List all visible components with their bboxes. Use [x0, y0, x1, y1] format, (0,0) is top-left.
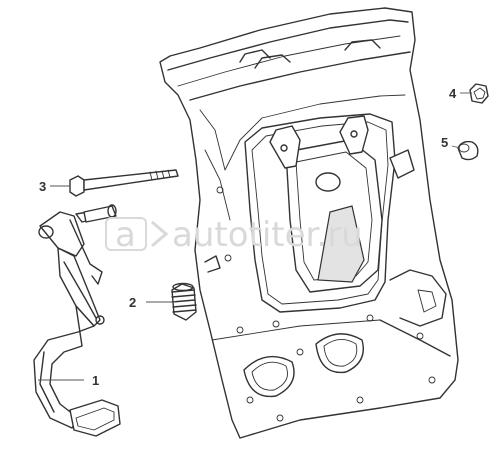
callout-5-label: 5 — [441, 135, 448, 150]
callout-1-label: 1 — [92, 373, 99, 388]
watermark-arrow — [151, 220, 169, 248]
part-5-bushing — [457, 140, 479, 161]
bracket-panel — [159, 7, 459, 439]
watermark-text: autotiter.ru — [172, 215, 363, 255]
watermark: a autotiter.ru — [105, 215, 363, 255]
part-4-nut — [469, 83, 489, 104]
watermark-logo-glyph: a — [115, 215, 136, 255]
callout-2-label: 2 — [129, 295, 136, 310]
part-2-spring — [171, 282, 197, 321]
part-3-bolt — [69, 169, 179, 197]
callouts: 1 2 3 4 5 — [38, 86, 472, 388]
part-1-pedal-arm — [33, 204, 121, 437]
watermark-logo-box — [105, 217, 147, 251]
callout-5-leader — [451, 145, 461, 149]
callout-4-label: 4 — [449, 86, 457, 101]
callout-3-label: 3 — [39, 179, 46, 194]
